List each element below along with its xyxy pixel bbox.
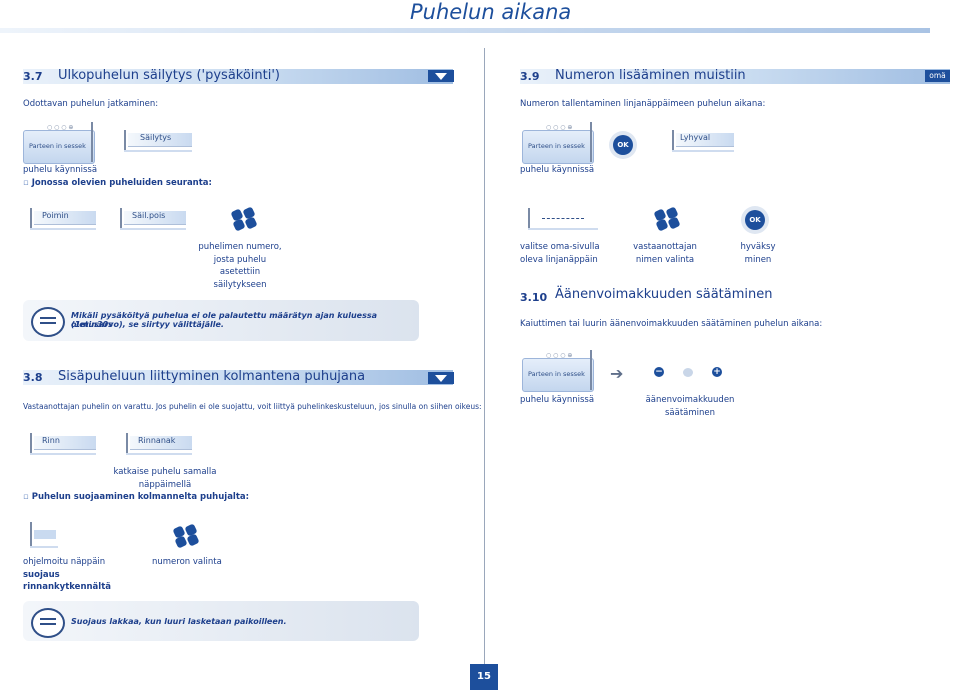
section-intro: Vastaanottajan puhelin on varattu. Jos p…: [23, 402, 482, 411]
softkey-poimin[interactable]: Poimin: [30, 208, 96, 230]
volume-down-icon[interactable]: −: [654, 367, 664, 377]
caption-call-active: puhelu käynnissä: [23, 165, 98, 175]
softkey-label: Rinn: [42, 436, 60, 445]
chevron-down-icon[interactable]: [428, 372, 454, 384]
section-intro: Odottavan puhelun jatkaminen:: [23, 99, 159, 109]
softkey-sailpois[interactable]: Säil.pois: [120, 208, 186, 230]
keypad-icon[interactable]: [172, 523, 200, 549]
phone-display-icon: ○ ○ ○ ⊕ Parteen in sessek: [23, 122, 95, 164]
header-bar: [0, 28, 930, 33]
softkey-label: Säil.pois: [132, 211, 166, 220]
ok-button-icon[interactable]: OK: [741, 206, 769, 234]
section-intro: Numeron tallentaminen linjanäppäimeen pu…: [520, 99, 766, 109]
alpha-keypad-icon[interactable]: [653, 206, 681, 232]
softkey-label: Lyhyval: [680, 133, 711, 142]
section-title: Ulkopuhelun säilytys ('pysäköinti'): [58, 68, 281, 83]
section-3-9-bar: [520, 69, 950, 84]
softkey-rinn[interactable]: Rinn: [30, 433, 96, 455]
prog-caption: ohjelmoitu näppäin suojaus rinnankytkenn…: [23, 557, 111, 592]
section-title: Numeron lisääminen muistiin: [555, 68, 746, 83]
softkey-label: Rinnanak: [138, 436, 176, 445]
bullet-heading: ▫ Puhelun suojaaminen kolmannelta puhuja…: [23, 492, 250, 502]
programmed-key-icon[interactable]: [30, 522, 58, 548]
bullet-heading: ▫ Jonossa olevien puheluiden seuranta:: [23, 178, 212, 188]
navigator-center-icon[interactable]: [683, 368, 693, 377]
note-box: Suojaus lakkaa, kun luuri lasketaan paik…: [23, 601, 419, 641]
note-icon: [31, 307, 65, 337]
volume-up-icon[interactable]: +: [712, 367, 722, 377]
softkey-rinnanak[interactable]: Rinnanak: [126, 433, 192, 455]
arrow-right-icon: ➔: [610, 364, 624, 383]
phone-display-icon: ○ ○ ○ ⊕ Parteen in sessek: [522, 122, 594, 164]
section-number: 3.8: [23, 371, 43, 384]
oma-tag: omä: [925, 70, 950, 82]
section-title: Äänenvoimakkuuden säätäminen: [555, 287, 773, 302]
page-number: 15: [470, 664, 498, 690]
navigator-ok-icon[interactable]: OK: [609, 131, 637, 159]
note-icon: [31, 608, 65, 638]
section-number: 3.10: [520, 291, 548, 304]
softkey-sailytys[interactable]: Säilytys: [124, 130, 192, 152]
phone-display-text: Parteen in sessek: [528, 370, 585, 378]
pad-caption: puhelimen numero,josta puhelu asetettiin…: [198, 242, 282, 290]
column-divider: [484, 48, 485, 683]
phone-display-text: Parteen in sessek: [29, 142, 86, 150]
section-title: Sisäpuheluun liittyminen kolmantena puhu…: [58, 369, 366, 384]
caption-call-active: puhelu käynnissä: [520, 165, 595, 175]
phone-display-icon: ○ ○ ○ ⊕ Parteen in sessek: [522, 350, 594, 392]
section-number: 3.9: [520, 70, 540, 83]
number-caption: numeron valinta: [152, 557, 222, 567]
note-text: oletusarvo), se siirtyy välittäjälle.: [71, 320, 224, 329]
line-key-icon[interactable]: [528, 208, 598, 230]
chevron-down-icon[interactable]: [428, 70, 454, 82]
section-intro: Kaiuttimen tai luurin äänenvoimakkuuden …: [520, 319, 823, 329]
section-number: 3.7: [23, 70, 43, 83]
softkey-label: Säilytys: [140, 133, 172, 142]
note-text: Suojaus lakkaa, kun luuri lasketaan paik…: [71, 617, 287, 626]
softkey-lyhyval[interactable]: Lyhyval: [672, 130, 734, 152]
softkey-label: Poimin: [42, 211, 69, 220]
caption-call-active: puhelu käynnissä: [520, 395, 595, 405]
note-box: Mikäli pysäköityä puhelua ei ole palaute…: [23, 300, 419, 341]
section-3-8-bar: [23, 370, 453, 385]
keypad-icon[interactable]: [230, 206, 258, 232]
note-text: Mikäli pysäköityä puhelua ei ole palaute…: [71, 311, 378, 329]
section-3-7-bar: [23, 69, 453, 84]
page-title: Puhelun aikana: [410, 0, 572, 24]
phone-display-text: Parteen in sessek: [528, 142, 585, 150]
